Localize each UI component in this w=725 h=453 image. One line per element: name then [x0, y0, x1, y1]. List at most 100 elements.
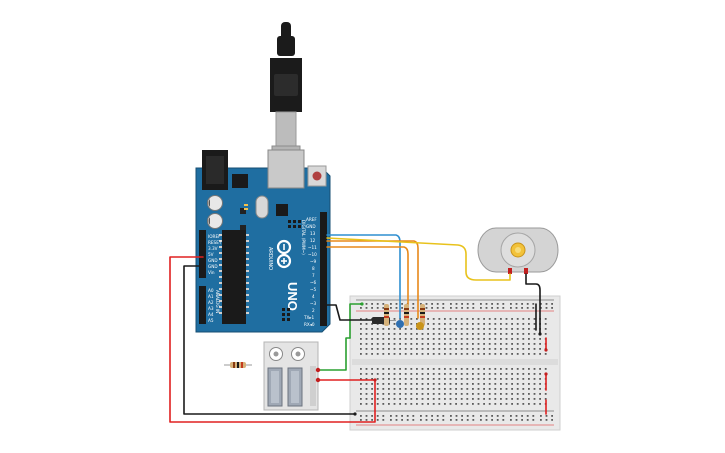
breadboard-hole[interactable] [483, 353, 485, 355]
breadboard-hole[interactable] [528, 393, 530, 395]
breadboard-hole[interactable] [505, 348, 508, 350]
breadboard-hole[interactable] [421, 393, 424, 395]
breadboard-hole[interactable] [432, 328, 435, 330]
breadboard-hole[interactable] [477, 393, 480, 395]
breadboard-hole[interactable] [371, 373, 373, 375]
breadboard-hole[interactable] [515, 307, 518, 309]
breadboard-hole[interactable] [528, 328, 530, 330]
breadboard-hole[interactable] [390, 303, 392, 305]
breadboard-hole[interactable] [432, 388, 435, 390]
breadboard-hole[interactable] [533, 348, 536, 350]
breadboard-hole[interactable] [516, 323, 519, 325]
breadboard-hole[interactable] [511, 403, 513, 405]
breadboard-hole[interactable] [455, 403, 457, 405]
breadboard-hole[interactable] [371, 328, 373, 330]
breadboard-hole[interactable] [427, 333, 429, 335]
breadboard-hole[interactable] [432, 338, 435, 340]
breadboard-hole[interactable] [449, 328, 452, 330]
breadboard-hole[interactable] [472, 307, 475, 309]
breadboard-hole[interactable] [436, 415, 439, 417]
breadboard-hole[interactable] [416, 343, 418, 345]
breadboard-hole[interactable] [388, 383, 390, 385]
breadboard-hole[interactable] [388, 403, 390, 405]
breadboard-hole[interactable] [521, 303, 523, 305]
breadboard-hole[interactable] [460, 398, 463, 400]
breadboard-hole[interactable] [421, 403, 424, 405]
breadboard-hole[interactable] [460, 373, 463, 375]
breadboard-hole[interactable] [427, 323, 429, 325]
resistor-3[interactable] [420, 304, 425, 326]
breadboard-hole[interactable] [432, 373, 435, 375]
breadboard-hole[interactable] [494, 388, 497, 390]
breadboard-hole[interactable] [416, 393, 418, 395]
breadboard-hole[interactable] [376, 419, 379, 421]
breadboard-hole[interactable] [455, 353, 457, 355]
breadboard-hole[interactable] [466, 398, 469, 400]
breadboard-hole[interactable] [427, 348, 429, 350]
breadboard-hole[interactable] [461, 419, 463, 421]
breadboard-hole[interactable] [410, 368, 413, 370]
breadboard-hole[interactable] [410, 383, 413, 385]
breadboard-hole[interactable] [516, 343, 519, 345]
breadboard-hole[interactable] [376, 328, 379, 330]
breadboard-hole[interactable] [502, 415, 505, 417]
wire-black-gnd[interactable] [183, 265, 356, 415]
breadboard-hole[interactable] [371, 368, 373, 370]
breadboard-hole[interactable] [431, 303, 433, 305]
breadboard-hole[interactable] [466, 333, 469, 335]
breadboard-hole[interactable] [410, 388, 413, 390]
breadboard-hole[interactable] [516, 383, 519, 385]
breadboard-hole[interactable] [477, 378, 480, 380]
breadboard-hole[interactable] [472, 368, 474, 370]
breadboard-hole[interactable] [532, 415, 535, 417]
breadboard-hole[interactable] [365, 378, 368, 380]
breadboard-hole[interactable] [371, 419, 373, 421]
breadboard-hole[interactable] [365, 383, 368, 385]
breadboard-hole[interactable] [376, 343, 379, 345]
breadboard-hole[interactable] [382, 383, 385, 385]
breadboard-hole[interactable] [399, 398, 401, 400]
breadboard-hole[interactable] [455, 328, 457, 330]
breadboard-hole[interactable] [488, 398, 491, 400]
breadboard-hole[interactable] [511, 373, 513, 375]
breadboard-hole[interactable] [382, 307, 385, 309]
breadboard-hole[interactable] [410, 318, 413, 320]
breadboard-hole[interactable] [533, 383, 536, 385]
breadboard-hole[interactable] [365, 368, 368, 370]
breadboard-hole[interactable] [382, 415, 385, 417]
breadboard-hole[interactable] [449, 338, 452, 340]
breadboard-hole[interactable] [376, 398, 379, 400]
breadboard-hole[interactable] [393, 388, 396, 390]
breadboard-hole[interactable] [432, 378, 435, 380]
breadboard-hole[interactable] [477, 338, 480, 340]
breadboard-hole[interactable] [533, 353, 536, 355]
breadboard-hole[interactable] [427, 378, 429, 380]
breadboard-hole[interactable] [432, 383, 435, 385]
breadboard-hole[interactable] [533, 368, 536, 370]
breadboard-hole[interactable] [360, 419, 362, 421]
breadboard-hole[interactable] [522, 343, 525, 345]
breadboard-hole[interactable] [533, 398, 536, 400]
breadboard-hole[interactable] [455, 419, 458, 421]
breadboard-hole[interactable] [516, 338, 519, 340]
breadboard-hole[interactable] [500, 383, 502, 385]
breadboard-hole[interactable] [511, 368, 513, 370]
breadboard-hole[interactable] [360, 318, 362, 320]
breadboard-hole[interactable] [376, 378, 379, 380]
breadboard-hole[interactable] [522, 318, 525, 320]
breadboard-hole[interactable] [516, 403, 519, 405]
breadboard-hole[interactable] [522, 393, 525, 395]
breadboard-hole[interactable] [522, 403, 525, 405]
breadboard-hole[interactable] [551, 415, 553, 417]
breadboard-hole[interactable] [399, 403, 401, 405]
breadboard-hole[interactable] [522, 348, 525, 350]
breadboard-hole[interactable] [511, 343, 513, 345]
breadboard-hole[interactable] [421, 378, 424, 380]
breadboard-hole[interactable] [444, 333, 446, 335]
breadboard-hole[interactable] [472, 388, 474, 390]
breadboard-hole[interactable] [395, 303, 398, 305]
breadboard-hole[interactable] [421, 343, 424, 345]
breadboard-hole[interactable] [511, 353, 513, 355]
breadboard-hole[interactable] [416, 398, 418, 400]
